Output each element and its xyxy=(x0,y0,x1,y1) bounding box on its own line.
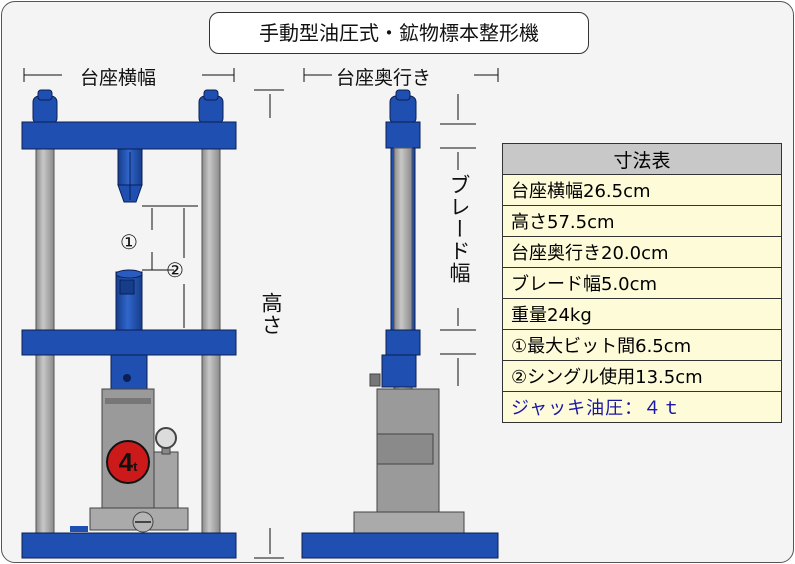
blade-width-label: ブレード幅 xyxy=(447,174,471,284)
width-label: 台座横幅 xyxy=(80,67,157,89)
height-label: 高さ xyxy=(259,292,283,336)
top-crossbar xyxy=(21,121,237,150)
table-row: 重量24kg xyxy=(502,298,782,330)
table-row: 高さ57.5cm xyxy=(502,205,782,237)
badge-number: 4 xyxy=(118,447,134,477)
page-title: 手動型油圧式・鉱物標本整形機 xyxy=(209,12,589,54)
pressure-gauge-icon xyxy=(155,427,177,449)
upper-blade xyxy=(117,148,143,203)
table-row-jack-pressure: ジャッキ油圧：４ｔ xyxy=(502,391,782,423)
table-header: 寸法表 xyxy=(502,143,782,175)
table-row: ②シングル使用13.5cm xyxy=(502,360,782,392)
middle-crossbar xyxy=(21,329,237,356)
dimension-table: 寸法表 台座横幅26.5cm 高さ57.5cm 台座奥行き20.0cm ブレード… xyxy=(502,143,782,423)
side-dimension-lines xyxy=(303,68,499,386)
jack-capacity-badge: 4t xyxy=(106,440,150,484)
left-post-cap xyxy=(32,89,58,125)
table-row: 台座奥行き20.0cm xyxy=(502,236,782,268)
marker-2-label: ② xyxy=(166,258,184,282)
badge-unit: t xyxy=(133,459,138,474)
lower-blade xyxy=(115,269,143,333)
right-post-cap xyxy=(198,89,224,125)
marker-1-label: ① xyxy=(120,230,138,254)
table-row: 台座横幅26.5cm xyxy=(502,174,782,206)
side-view xyxy=(301,89,499,559)
jack-ram xyxy=(110,354,148,390)
table-row: ブレード幅5.0cm xyxy=(502,267,782,299)
front-dimension-lines xyxy=(23,68,284,559)
table-row: ①最大ビット間6.5cm xyxy=(502,329,782,361)
side-top-crossbar xyxy=(385,121,421,149)
depth-label: 台座奥行き xyxy=(336,67,432,89)
front-base xyxy=(21,532,237,559)
side-base xyxy=(301,532,499,559)
front-view xyxy=(21,89,237,559)
